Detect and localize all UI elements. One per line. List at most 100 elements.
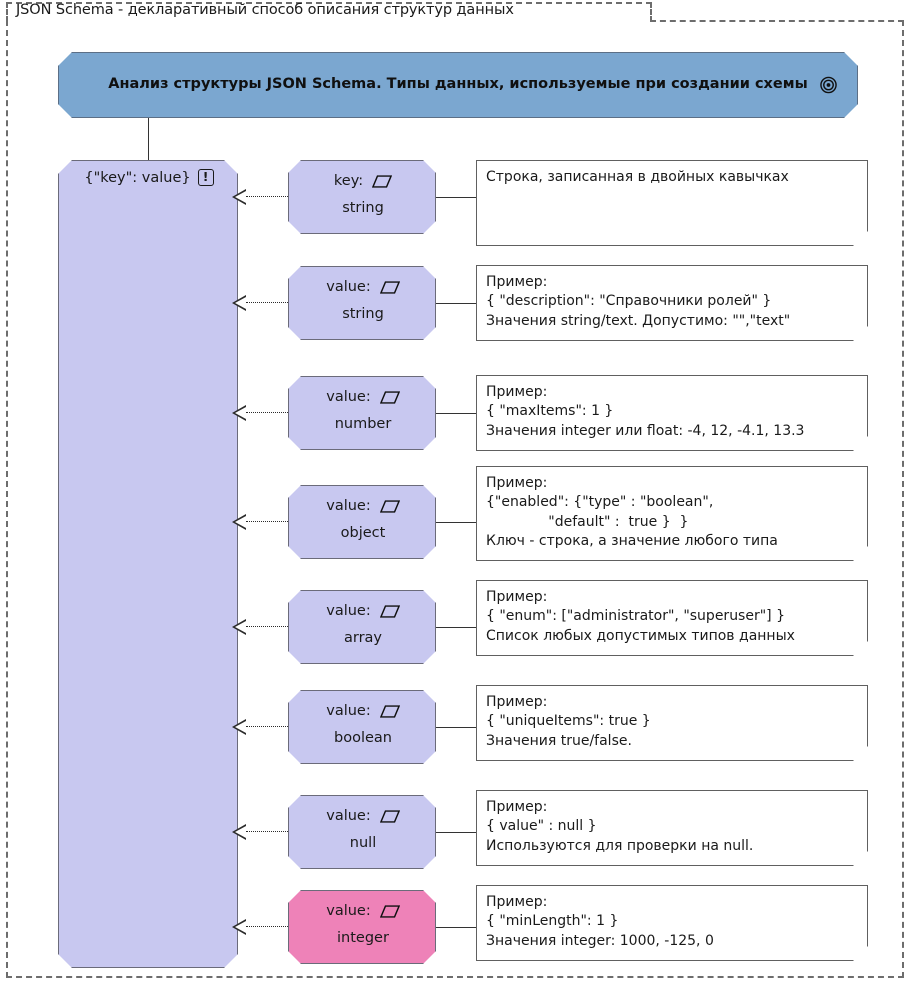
dotted-line	[246, 196, 288, 197]
hollow-triangle-inner	[235, 826, 246, 838]
type-node-body: integer	[289, 927, 437, 946]
dotted-line	[246, 521, 288, 522]
note-box: Пример: { "maxItems": 1 } Значения integ…	[476, 375, 868, 451]
note-box: Пример: { value" : null } Используются д…	[476, 790, 868, 866]
type-node-body: string	[289, 197, 437, 216]
type-node-line1: value:	[326, 389, 371, 405]
diagram-frame	[6, 20, 904, 978]
note-link-line	[436, 832, 476, 833]
diagram-title: JSON Schema - декларативный способ описа…	[16, 2, 514, 18]
type-node-number[interactable]: value: number	[288, 376, 436, 450]
hollow-triangle-inner	[235, 621, 246, 633]
type-node-string[interactable]: value: string	[288, 266, 436, 340]
type-node-line2: string	[342, 200, 384, 216]
parallelogram-icon	[380, 605, 400, 618]
type-node-header: key:	[289, 173, 437, 189]
type-node-header: value:	[289, 703, 437, 719]
note-box: Пример: { "uniqueItems": true } Значения…	[476, 685, 868, 761]
target-icon	[820, 77, 837, 94]
note-text: Пример: { "uniqueItems": true } Значения…	[486, 694, 651, 749]
type-node-line1: value:	[326, 279, 371, 295]
type-node-body: object	[289, 522, 437, 541]
note-link-line	[436, 522, 476, 523]
parallelogram-icon	[372, 175, 392, 188]
parallelogram-icon	[380, 905, 400, 918]
type-node-line1: value:	[326, 603, 371, 619]
type-node-object[interactable]: value: object	[288, 485, 436, 559]
dotted-line	[246, 926, 288, 927]
dotted-line	[246, 626, 288, 627]
type-node-header: value:	[289, 279, 437, 295]
header-title: Анализ структуры JSON Schema. Типы данны…	[108, 76, 808, 93]
realization-connector	[232, 514, 288, 530]
type-node-header: value:	[289, 389, 437, 405]
type-node-header: value:	[289, 808, 437, 824]
note-box: Пример: {"enabled": {"type" : "boolean",…	[476, 466, 868, 561]
type-node-body: null	[289, 832, 437, 851]
type-node-boolean[interactable]: value: boolean	[288, 690, 436, 764]
root-key-label-row: {"key": value} !	[59, 169, 239, 186]
note-text: Пример: {"enabled": {"type" : "boolean",…	[486, 475, 778, 549]
note-text: Пример: { "enum": ["administrator", "sup…	[486, 589, 795, 644]
note-box: Пример: { "minLength": 1 } Значения inte…	[476, 885, 868, 961]
type-node-line1: value:	[326, 808, 371, 824]
root-key-node[interactable]: {"key": value} !	[58, 160, 238, 968]
type-node-body: boolean	[289, 727, 437, 746]
realization-connector	[232, 189, 288, 205]
note-link-line	[436, 627, 476, 628]
type-node-line2: array	[343, 630, 383, 646]
type-node-line2: integer	[337, 930, 389, 946]
note-box: Строка, записанная в двойных кавычках	[476, 160, 868, 246]
type-node-line1: value:	[326, 498, 371, 514]
note-text: Пример: { "maxItems": 1 } Значения integ…	[486, 384, 805, 439]
dotted-line	[246, 726, 288, 727]
note-link-line	[436, 197, 476, 198]
note-text: Пример: { value" : null } Используются д…	[486, 799, 754, 854]
parallelogram-icon	[380, 810, 400, 823]
type-node-integer[interactable]: value: integer	[288, 890, 436, 964]
warning-exclamation-icon: !	[198, 169, 214, 186]
hollow-triangle-inner	[235, 191, 246, 203]
root-key-label: {"key": value}	[84, 169, 191, 186]
type-node-header: value:	[289, 903, 437, 919]
type-node-line2: boolean	[334, 730, 392, 746]
parallelogram-icon	[380, 500, 400, 513]
note-text: Строка, записанная в двойных кавычках	[486, 169, 789, 185]
diagram-frame-tab	[6, 2, 652, 22]
note-text: Пример: { "description": "Справочники ро…	[486, 274, 791, 329]
type-node-header: value:	[289, 603, 437, 619]
type-node-line2: object	[340, 525, 386, 541]
header-node[interactable]: Анализ структуры JSON Schema. Типы данны…	[58, 52, 858, 118]
dotted-line	[246, 302, 288, 303]
hollow-triangle-inner	[235, 297, 246, 309]
hollow-triangle-inner	[235, 921, 246, 933]
type-node-line1: value:	[326, 903, 371, 919]
note-box: Пример: { "enum": ["administrator", "sup…	[476, 580, 868, 656]
type-node-line2: null	[349, 835, 377, 851]
type-node-array[interactable]: value: array	[288, 590, 436, 664]
type-node-body: array	[289, 627, 437, 646]
type-node-body: number	[289, 413, 437, 432]
note-link-line	[436, 727, 476, 728]
dotted-line	[246, 412, 288, 413]
dotted-line	[246, 831, 288, 832]
note-text: Пример: { "minLength": 1 } Значения inte…	[486, 894, 714, 949]
parallelogram-icon	[380, 391, 400, 404]
note-link-line	[436, 927, 476, 928]
realization-connector	[232, 619, 288, 635]
diagram-frame-top-edge	[650, 20, 904, 22]
note-link-line	[436, 413, 476, 414]
type-node-line2: string	[342, 306, 384, 322]
realization-connector	[232, 405, 288, 421]
type-node-string[interactable]: key: string	[288, 160, 436, 234]
type-node-body: string	[289, 303, 437, 322]
header-to-root-connector	[148, 118, 149, 160]
type-node-line1: value:	[326, 703, 371, 719]
type-node-line1: key:	[333, 173, 364, 189]
hollow-triangle-inner	[235, 721, 246, 733]
realization-connector	[232, 824, 288, 840]
realization-connector	[232, 919, 288, 935]
type-node-null[interactable]: value: null	[288, 795, 436, 869]
realization-connector	[232, 719, 288, 735]
